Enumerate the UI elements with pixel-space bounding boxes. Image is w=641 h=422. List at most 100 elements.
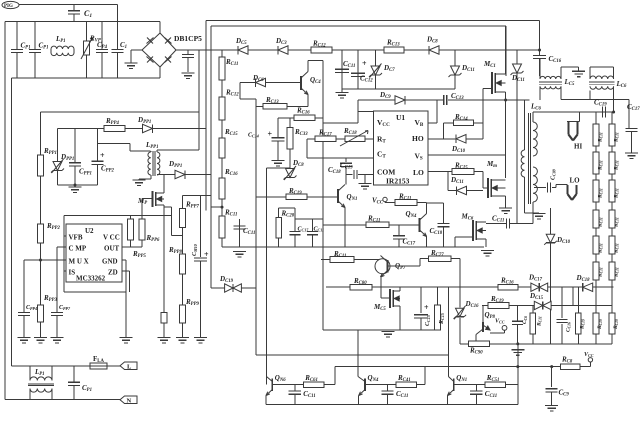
svg-text:+: + bbox=[204, 250, 209, 259]
svg-text:RC11: RC11 bbox=[367, 215, 380, 224]
svg-text:CC15: CC15 bbox=[425, 315, 431, 326]
svg-text:CPP1: CPP1 bbox=[79, 168, 92, 177]
svg-text:DPP1: DPP1 bbox=[168, 160, 182, 169]
svg-text:RC19: RC19 bbox=[597, 319, 603, 330]
svg-text:CC9: CC9 bbox=[559, 389, 570, 398]
svg-text:C1: C1 bbox=[84, 9, 92, 19]
svg-text:U1: U1 bbox=[396, 113, 405, 122]
svg-text:RC11: RC11 bbox=[333, 250, 346, 259]
svg-text:RC20: RC20 bbox=[281, 210, 295, 219]
svg-text:DC5: DC5 bbox=[235, 37, 247, 46]
svg-text:QN6: QN6 bbox=[275, 374, 286, 383]
svg-text:VB: VB bbox=[415, 118, 424, 128]
svg-text:RPP2: RPP2 bbox=[46, 222, 60, 231]
svg-text:CC18: CC18 bbox=[328, 166, 341, 175]
svg-text:DC18: DC18 bbox=[576, 274, 591, 283]
svg-text:MP: MP bbox=[137, 197, 147, 206]
svg-text:DC11: DC11 bbox=[450, 176, 464, 185]
svg-text:IR2153: IR2153 bbox=[386, 177, 410, 186]
svg-text:CP1: CP1 bbox=[21, 42, 31, 51]
svg-text:RC11: RC11 bbox=[597, 267, 603, 278]
svg-text:RC8: RC8 bbox=[561, 356, 573, 365]
svg-text:RC19: RC19 bbox=[613, 319, 619, 330]
svg-text:RC14: RC14 bbox=[454, 113, 468, 122]
svg-text:DC15: DC15 bbox=[529, 292, 544, 301]
svg-text:COM: COM bbox=[377, 168, 395, 177]
svg-text:L: L bbox=[127, 363, 132, 370]
svg-text:RVP1: RVP1 bbox=[89, 35, 103, 44]
svg-text:CC19: CC19 bbox=[340, 162, 353, 171]
svg-text:CC11: CC11 bbox=[396, 390, 408, 399]
svg-text:GND: GND bbox=[102, 258, 118, 266]
svg-text:OUT: OUT bbox=[104, 245, 120, 253]
svg-text:LO: LO bbox=[413, 168, 424, 177]
svg-text:LC6: LC6 bbox=[530, 103, 541, 112]
svg-text:RPP3: RPP3 bbox=[43, 294, 57, 303]
svg-text:+: + bbox=[362, 59, 367, 68]
svg-text:DC10: DC10 bbox=[556, 236, 571, 245]
svg-text:CP4: CP4 bbox=[97, 41, 108, 50]
svg-text:CM10: CM10 bbox=[192, 244, 198, 256]
svg-text:QC4: QC4 bbox=[310, 76, 321, 85]
svg-text:ZD: ZD bbox=[108, 269, 118, 277]
svg-text:RC19: RC19 bbox=[490, 295, 504, 304]
svg-text:RPP6: RPP6 bbox=[146, 234, 160, 243]
svg-text:CPP4: CPP4 bbox=[26, 305, 37, 311]
svg-text:MC33262: MC33262 bbox=[76, 275, 106, 283]
svg-text:DPP1: DPP1 bbox=[60, 153, 74, 162]
svg-text:RC41: RC41 bbox=[397, 374, 411, 383]
svg-text:CC19: CC19 bbox=[594, 99, 607, 108]
svg-text:+: + bbox=[100, 151, 105, 160]
svg-text:RC11: RC11 bbox=[597, 243, 603, 254]
svg-text:QN4: QN4 bbox=[406, 210, 417, 219]
svg-text:RC15: RC15 bbox=[454, 162, 468, 171]
svg-text:RPP1: RPP1 bbox=[43, 147, 57, 156]
svg-text:RPP4: RPP4 bbox=[105, 117, 119, 126]
svg-text:CC17: CC17 bbox=[403, 238, 416, 247]
svg-text:CC16: CC16 bbox=[566, 322, 572, 332]
svg-text:QP8: QP8 bbox=[485, 311, 496, 320]
svg-text:N: N bbox=[127, 397, 132, 404]
svg-text:DC9: DC9 bbox=[379, 91, 391, 100]
svg-text:RC18: RC18 bbox=[343, 127, 357, 136]
svg-text:RC51: RC51 bbox=[486, 374, 500, 383]
svg-text:DC6: DC6 bbox=[252, 74, 264, 83]
svg-text:RC90: RC90 bbox=[469, 347, 483, 356]
svg-text:IS: IS bbox=[69, 269, 76, 277]
svg-text:RC16: RC16 bbox=[500, 277, 514, 286]
svg-text:DC10: DC10 bbox=[451, 145, 466, 154]
svg-text:CC17: CC17 bbox=[627, 103, 640, 112]
svg-text:DC19: DC19 bbox=[219, 275, 234, 284]
svg-text:RT: RT bbox=[377, 135, 386, 145]
svg-text:RC11: RC11 bbox=[224, 209, 237, 218]
svg-text:QN1: QN1 bbox=[456, 374, 467, 383]
svg-text:CC09: CC09 bbox=[551, 169, 557, 180]
svg-text:U2: U2 bbox=[85, 227, 94, 235]
svg-text:LPP1: LPP1 bbox=[145, 141, 158, 150]
svg-text:+: + bbox=[268, 130, 273, 139]
svg-text:RC15: RC15 bbox=[439, 313, 445, 325]
svg-text:CC11: CC11 bbox=[314, 227, 325, 233]
svg-text:RC11: RC11 bbox=[613, 160, 619, 171]
svg-text:CC11: CC11 bbox=[343, 60, 355, 69]
svg-text:RPP5: RPP5 bbox=[132, 250, 146, 259]
svg-text:RC11: RC11 bbox=[613, 243, 619, 254]
svg-text:RC11: RC11 bbox=[597, 160, 603, 171]
svg-text:RC12: RC12 bbox=[225, 89, 239, 98]
svg-text:RC11: RC11 bbox=[537, 316, 543, 327]
svg-text:RC11: RC11 bbox=[597, 188, 603, 199]
svg-text:CC14: CC14 bbox=[248, 133, 259, 139]
svg-text:RC11: RC11 bbox=[613, 188, 619, 199]
svg-text:VCC: VCC bbox=[377, 118, 390, 128]
svg-text:VCC: VCC bbox=[372, 197, 384, 206]
svg-text:CC17: CC17 bbox=[298, 227, 310, 233]
svg-text:DC16: DC16 bbox=[465, 300, 480, 309]
svg-text:LP1: LP1 bbox=[34, 368, 45, 377]
svg-text:RC33: RC33 bbox=[294, 128, 308, 137]
svg-text:LC6: LC6 bbox=[616, 80, 627, 89]
svg-text:MC1: MC1 bbox=[483, 60, 496, 69]
svg-text:DC11: DC11 bbox=[511, 74, 525, 83]
svg-text:RC11: RC11 bbox=[597, 217, 603, 228]
svg-text:CC6: CC6 bbox=[522, 316, 528, 324]
svg-text:RC80: RC80 bbox=[353, 277, 367, 286]
